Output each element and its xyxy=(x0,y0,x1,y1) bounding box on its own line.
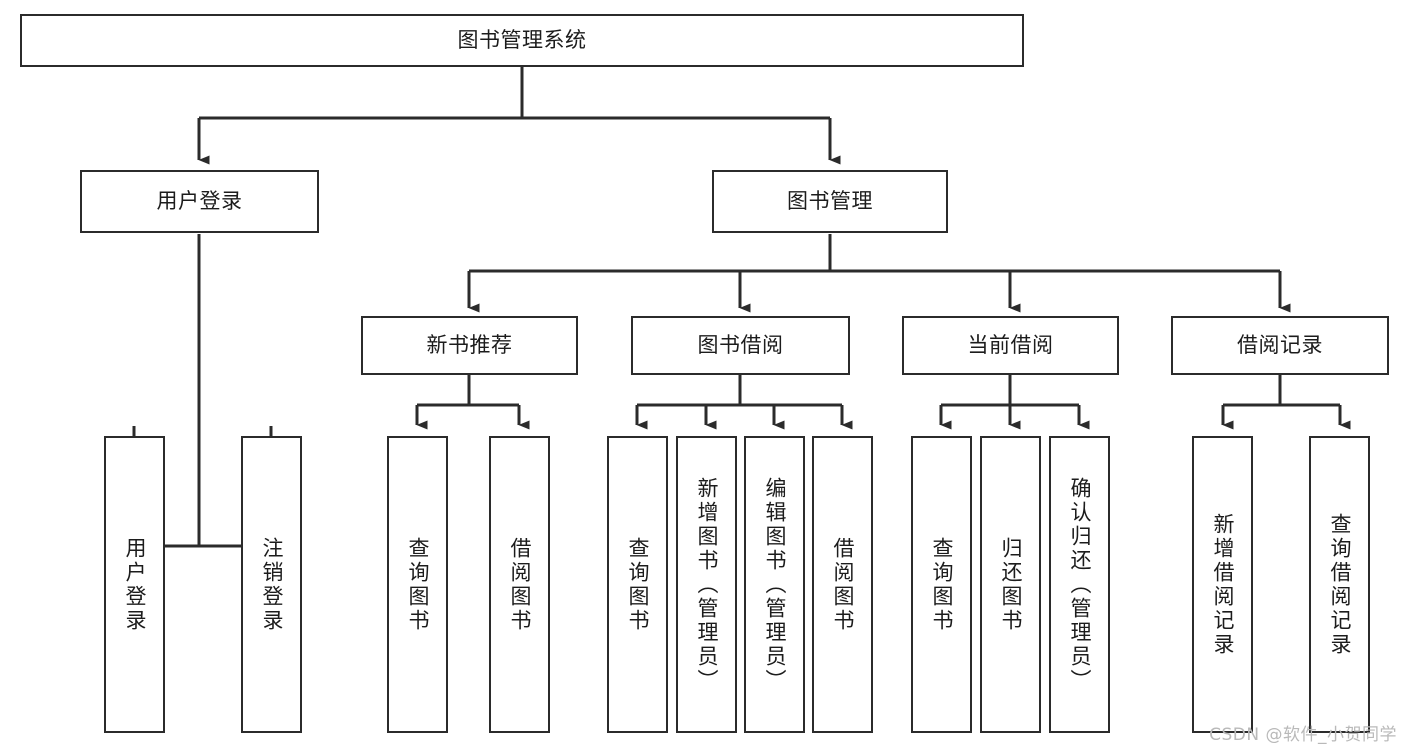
leaf-query-book-cb[interactable]: 查询图书 xyxy=(911,436,972,733)
node-current-borrow-label: 当前借阅 xyxy=(967,332,1054,357)
leaf-edit-book-admin[interactable]: 编辑图书（管理员） xyxy=(744,436,805,733)
node-root-label: 图书管理系统 xyxy=(457,27,587,52)
leaf-return-book[interactable]: 归还图书 xyxy=(980,436,1041,733)
node-book-management-label: 图书管理 xyxy=(787,188,873,213)
leaf-borrow-book-nb[interactable]: 借阅图书 xyxy=(489,436,550,733)
node-new-book-recommend[interactable]: 新书推荐 xyxy=(361,316,578,375)
leaf-query-book-cb-label: 查询图书 xyxy=(930,536,954,633)
leaf-query-borrow-record[interactable]: 查询借阅记录 xyxy=(1309,436,1370,733)
node-book-borrow-label: 图书借阅 xyxy=(697,332,784,357)
node-user-login-label: 用户登录 xyxy=(156,188,243,213)
node-user-login[interactable]: 用户登录 xyxy=(80,170,319,233)
leaf-borrow-book-bb[interactable]: 借阅图书 xyxy=(812,436,873,733)
leaf-query-book-nb[interactable]: 查询图书 xyxy=(387,436,448,733)
leaf-borrow-book-bb-label: 借阅图书 xyxy=(831,536,855,633)
leaf-return-book-label: 归还图书 xyxy=(999,536,1023,633)
leaf-query-borrow-record-label: 查询借阅记录 xyxy=(1328,512,1352,657)
leaf-add-borrow-record[interactable]: 新增借阅记录 xyxy=(1192,436,1253,733)
node-book-borrow[interactable]: 图书借阅 xyxy=(631,316,850,375)
leaf-borrow-book-nb-label: 借阅图书 xyxy=(508,536,532,633)
leaf-add-book-admin-label: 新增图书（管理员） xyxy=(695,476,719,693)
node-new-book-recommend-label: 新书推荐 xyxy=(426,332,513,357)
node-book-management[interactable]: 图书管理 xyxy=(712,170,948,233)
leaf-confirm-return-admin-label: 确认归还（管理员） xyxy=(1068,476,1092,693)
leaf-query-book-nb-label: 查询图书 xyxy=(406,536,430,633)
leaf-add-book-admin[interactable]: 新增图书（管理员） xyxy=(676,436,737,733)
leaf-query-book-bb[interactable]: 查询图书 xyxy=(607,436,668,733)
node-current-borrow[interactable]: 当前借阅 xyxy=(902,316,1119,375)
leaf-edit-book-admin-label: 编辑图书（管理员） xyxy=(763,476,787,693)
leaf-user-login[interactable]: 用户登录 xyxy=(104,436,165,733)
leaf-user-login-label: 用户登录 xyxy=(123,536,147,633)
leaf-add-borrow-record-label: 新增借阅记录 xyxy=(1211,512,1235,657)
node-borrow-record-label: 借阅记录 xyxy=(1237,332,1323,357)
node-borrow-record[interactable]: 借阅记录 xyxy=(1171,316,1389,375)
node-root-system[interactable]: 图书管理系统 xyxy=(20,14,1024,67)
leaf-confirm-return-admin[interactable]: 确认归还（管理员） xyxy=(1049,436,1110,733)
leaf-logout[interactable]: 注销登录 xyxy=(241,436,302,733)
leaf-logout-label: 注销登录 xyxy=(260,536,284,633)
leaf-query-book-bb-label: 查询图书 xyxy=(626,536,650,633)
